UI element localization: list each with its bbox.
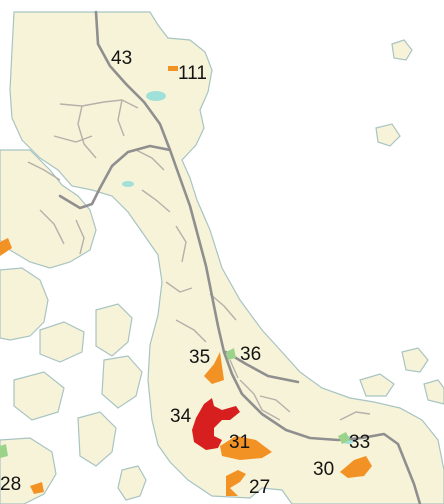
area-111 [168,66,178,71]
east-islet-3 [401,347,429,373]
area-31 [220,436,272,460]
area-west-edge [0,238,12,256]
small-island-5 [77,411,117,467]
land-layer [0,11,444,504]
area-34 [192,398,240,450]
minor-road [135,149,165,171]
minor-road [39,209,65,245]
west-island-large [0,267,49,341]
east-islet-5 [423,379,444,405]
area-35 [204,352,224,384]
minor-road [59,99,139,109]
minor-road [75,219,85,255]
south-islet [117,465,147,501]
area-label-36: 36 [240,344,262,365]
small-island-4 [13,371,65,421]
east-islet-2 [375,123,401,147]
main-road [94,10,422,504]
lake-north [146,91,166,101]
area-label-35: 35 [189,347,211,368]
minor-road [77,105,97,159]
small-island-2 [95,303,133,357]
area-label-33: 33 [349,432,371,453]
area-label-31: 31 [229,432,251,453]
minor-road [175,225,187,263]
minor-road [117,99,125,137]
small-island-3 [101,355,143,409]
minor-road [53,135,93,143]
area-27 [226,470,246,496]
area-33 [338,432,350,444]
area-28 [30,482,44,494]
lake-central [122,181,134,187]
area-label-34: 34 [170,406,192,427]
area-label-28: 28 [0,474,22,495]
area-label-111: 111 [178,63,207,84]
east-islet-4 [359,373,395,397]
minor-road [27,161,61,181]
minor-road [339,411,371,421]
minor-road [175,319,207,343]
area-label-30: 30 [313,459,335,480]
minor-road [239,379,281,421]
area-label-43: 43 [111,48,133,69]
marked-areas [0,66,372,496]
small-island-1 [39,321,85,363]
minor-roads [27,99,371,421]
minor-road [229,359,239,379]
area-label-27: 27 [249,477,271,498]
minor-road [209,293,237,321]
minor-road [259,395,291,413]
area-36 [226,348,236,360]
mainland [9,11,444,504]
east-islet-1 [391,39,413,61]
area-30 [340,456,372,478]
branch-road-west [58,144,172,210]
west-peninsula [0,149,97,269]
area-west-green [0,444,8,458]
minor-road [141,189,171,213]
minor-road [165,281,193,293]
